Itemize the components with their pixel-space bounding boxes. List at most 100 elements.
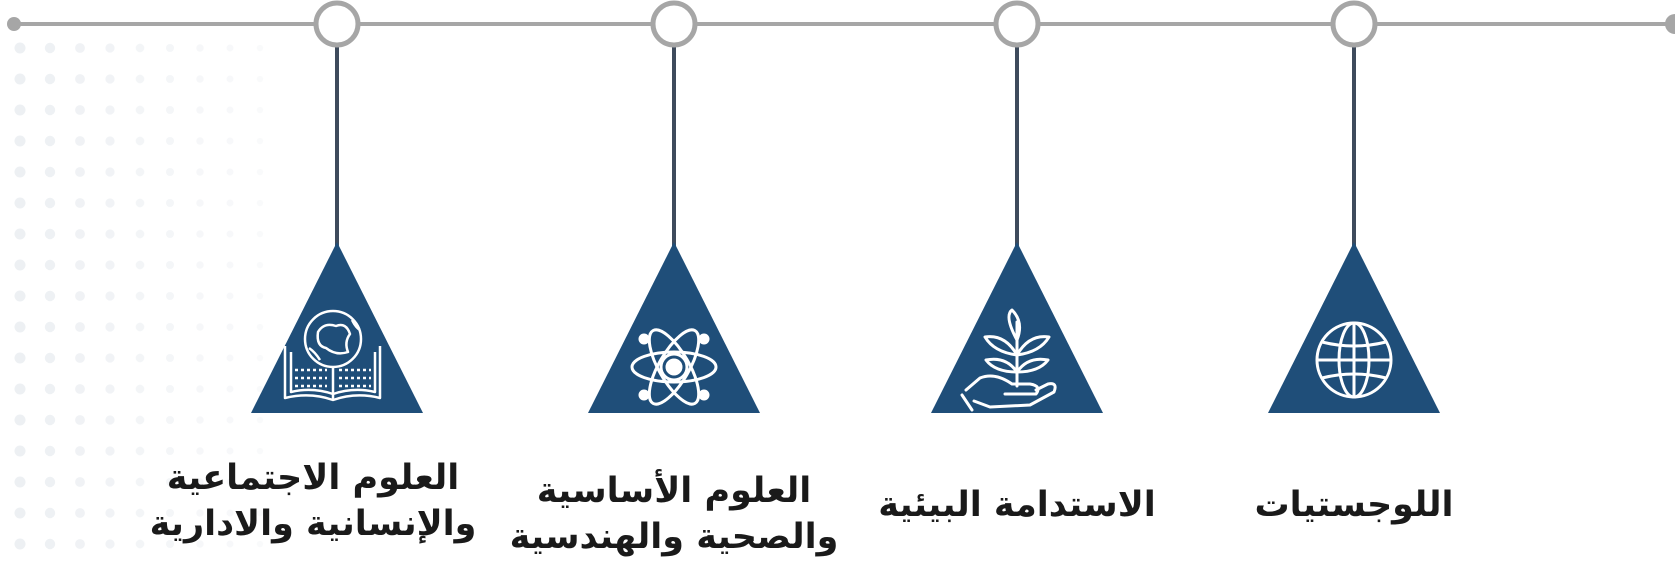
background-dot xyxy=(226,447,234,455)
background-dot xyxy=(256,137,264,145)
background-dot xyxy=(105,322,115,332)
background-dot xyxy=(14,228,26,240)
background-dot xyxy=(256,447,264,455)
label-line: اللوجستيات xyxy=(1254,485,1454,525)
background-dot xyxy=(75,322,85,332)
timeline-ring xyxy=(650,0,698,48)
label-line: والإنسانية والادارية xyxy=(149,504,477,544)
background-dot xyxy=(256,75,264,83)
background-dot xyxy=(14,383,26,395)
background-dot xyxy=(105,353,115,363)
background-dot xyxy=(14,507,26,519)
background-dot xyxy=(196,230,204,238)
background-dot xyxy=(44,197,56,209)
background-dot xyxy=(196,199,204,207)
background-dot xyxy=(226,75,234,83)
background-dot xyxy=(256,106,264,114)
background-dot xyxy=(165,446,175,456)
label-social-humanities-administrative-sciences: العلوم الاجتماعية والإنسانية والادارية xyxy=(133,455,493,547)
background-dot xyxy=(75,136,85,146)
map-on-book-icon xyxy=(283,309,382,402)
timeline-end-dot xyxy=(1665,14,1675,34)
background-dot xyxy=(196,261,204,269)
background-dot xyxy=(14,197,26,209)
background-dot xyxy=(165,229,175,239)
background-dot xyxy=(44,228,56,240)
background-dot xyxy=(44,476,56,488)
background-dot xyxy=(135,167,145,177)
background-dot xyxy=(44,42,56,54)
plant-in-hand-icon xyxy=(960,308,1057,412)
background-dot xyxy=(165,136,175,146)
timeline-node-3 xyxy=(588,0,760,413)
background-dot xyxy=(256,44,264,52)
background-dot xyxy=(226,323,234,331)
background-dot xyxy=(256,509,264,517)
background-dot xyxy=(165,43,175,53)
background-dot xyxy=(44,104,56,116)
background-dot xyxy=(135,353,145,363)
background-dot xyxy=(105,167,115,177)
label-line: والصحية والهندسية xyxy=(509,517,839,557)
background-dot xyxy=(135,477,145,487)
background-dot xyxy=(196,106,204,114)
background-dot xyxy=(75,74,85,84)
timeline-triangle xyxy=(251,242,423,413)
background-dot xyxy=(44,259,56,271)
background-dot xyxy=(196,168,204,176)
background-dot xyxy=(165,477,175,487)
globe-icon xyxy=(1315,321,1393,399)
background-dot xyxy=(105,136,115,146)
background-dot xyxy=(105,446,115,456)
background-dot xyxy=(226,478,234,486)
background-dot xyxy=(105,229,115,239)
background-dot xyxy=(44,414,56,426)
background-dot xyxy=(135,539,145,549)
background-dot xyxy=(226,230,234,238)
atom-icon xyxy=(630,328,718,406)
background-dot xyxy=(44,290,56,302)
background-dot xyxy=(105,43,115,53)
timeline-start-dot xyxy=(7,17,21,31)
background-dot xyxy=(256,385,264,393)
background-dot xyxy=(135,229,145,239)
background-dot xyxy=(226,540,234,548)
background-dot xyxy=(226,385,234,393)
background-dot xyxy=(226,354,234,362)
timeline-triangle xyxy=(588,242,760,413)
background-dot xyxy=(44,383,56,395)
background-dot xyxy=(75,43,85,53)
timeline-ring xyxy=(1330,0,1378,48)
background-dot xyxy=(226,416,234,424)
background-dot xyxy=(196,137,204,145)
background-dot xyxy=(14,538,26,550)
background-dot xyxy=(196,354,204,362)
background-dot xyxy=(14,166,26,178)
background-dot xyxy=(14,73,26,85)
background-dot xyxy=(135,136,145,146)
label-line: العلوم الأساسية xyxy=(536,471,812,511)
background-dot xyxy=(196,385,204,393)
background-dot xyxy=(135,105,145,115)
background-dot xyxy=(256,323,264,331)
background-dot xyxy=(14,476,26,488)
background-dot xyxy=(226,137,234,145)
label-line: العلوم الاجتماعية xyxy=(166,458,460,498)
background-dot xyxy=(75,105,85,115)
background-dot xyxy=(165,260,175,270)
background-dot xyxy=(256,416,264,424)
background-dot xyxy=(105,198,115,208)
background-dot xyxy=(135,322,145,332)
background-dot xyxy=(105,291,115,301)
background-dot xyxy=(196,509,204,517)
background-dot xyxy=(135,384,145,394)
background-dot xyxy=(226,168,234,176)
background-dot xyxy=(226,199,234,207)
background-dot xyxy=(105,508,115,518)
background-dot xyxy=(135,291,145,301)
background-dot xyxy=(226,509,234,517)
background-dot xyxy=(14,135,26,147)
background-dot xyxy=(75,384,85,394)
background-dot xyxy=(75,415,85,425)
